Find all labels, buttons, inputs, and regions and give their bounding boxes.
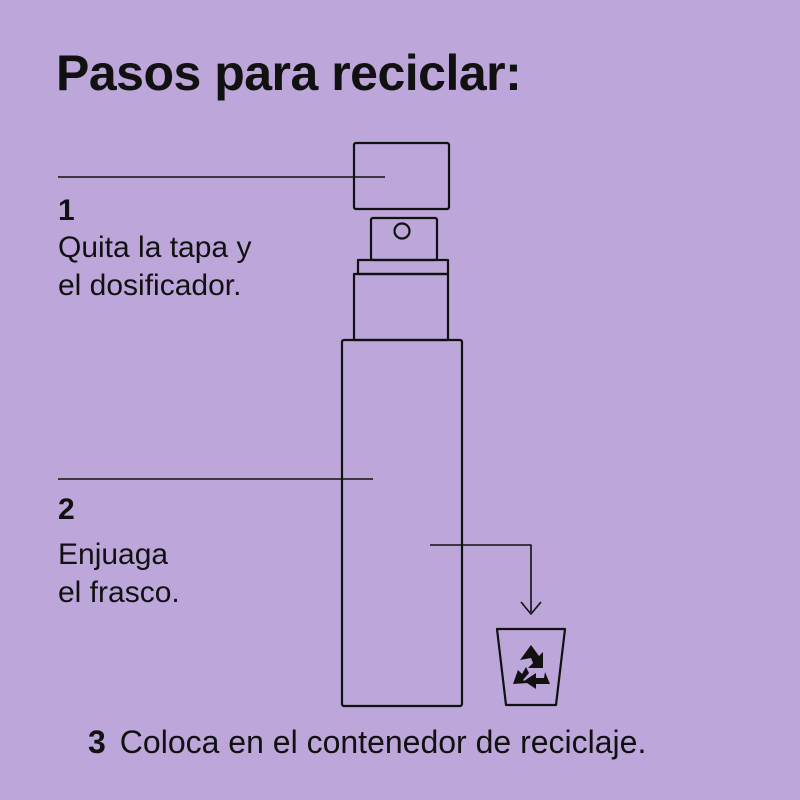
step-1-line-1: Quita la tapa y bbox=[58, 231, 252, 264]
step-1-line-2: el dosificador. bbox=[58, 269, 242, 302]
step-3: 3 Coloca en el contenedor de reciclaje. bbox=[88, 726, 646, 758]
bottle-body bbox=[340, 338, 464, 708]
step-3-number: 3 bbox=[88, 724, 106, 760]
bottle-neck bbox=[352, 272, 450, 342]
spray-bottle-icon bbox=[340, 141, 464, 708]
step-1-text: Quita la tapa y el dosificador. bbox=[58, 229, 251, 305]
page-title: Pasos para reciclar: bbox=[56, 45, 522, 101]
bottle-cap bbox=[352, 141, 451, 211]
step-2-line-1: Enjuaga bbox=[58, 538, 169, 571]
step-2-text: Enjuaga el frasco. bbox=[58, 536, 180, 612]
step-3-text: Coloca en el contenedor de reciclaje. bbox=[119, 724, 647, 760]
step-2-number: 2 bbox=[58, 493, 75, 526]
recycle-arrows-icon bbox=[513, 645, 550, 689]
pump-nozzle bbox=[393, 222, 411, 240]
step-1-number: 1 bbox=[58, 194, 75, 227]
recycling-bin-icon bbox=[495, 627, 567, 707]
pump-collar bbox=[356, 258, 450, 276]
step-2-line-2: el frasco. bbox=[58, 576, 180, 609]
arrow-to-bin bbox=[430, 544, 542, 615]
